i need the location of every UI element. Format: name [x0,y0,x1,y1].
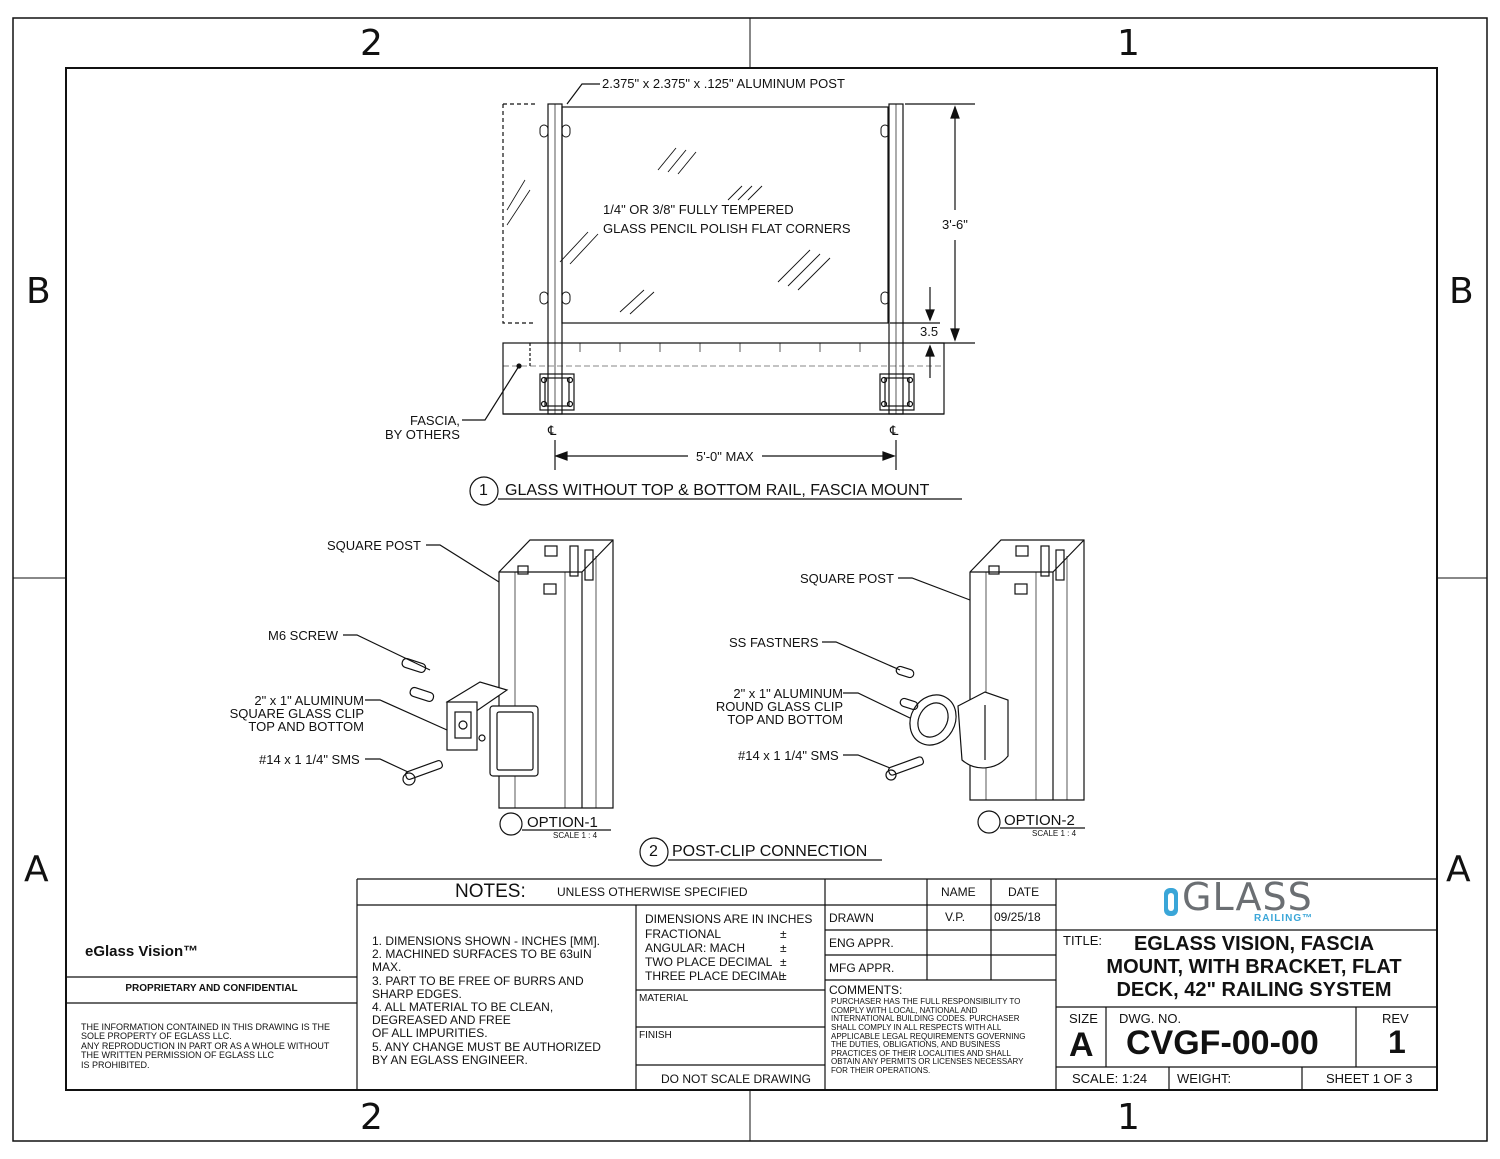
mfg-appr-label: MFG APPR. [829,961,895,975]
finish-label: FINISH [639,1030,672,1041]
zone-label-right-a: A [1446,849,1471,890]
eng-appr-label: ENG APPR. [829,936,894,950]
option2-screws [885,665,925,781]
opt1-screw-label: M6 SCREW [268,628,339,643]
left-bracket [539,373,575,411]
sheet-border [12,17,1488,1142]
zone-label-bottom-2: 2 [360,1097,383,1138]
weight-label: WEIGHT: [1177,1071,1232,1086]
tol-pm-2: ± [780,941,787,955]
zone-label-top-1: 1 [1117,23,1140,64]
rev-value: 1 [1388,1024,1406,1060]
disclaimer-text: THE INFORMATION CONTAINED IN THIS DRAWIN… [81,1022,331,1070]
do-not-scale-label: DO NOT SCALE DRAWING [661,1072,812,1086]
tolerance-heading: DIMENSIONS ARE IN INCHES [645,912,813,926]
drawing-title: EGLASS VISION, FASCIA MOUNT, WITH BRACKE… [1106,933,1402,1001]
option2-clip [909,691,1009,769]
post-label: 2.375" x 2.375" x .125" ALUMINUM POST [602,76,845,91]
opt1-clip-label: 2" x 1" ALUMINUM SQUARE GLASS CLIP TOP A… [229,693,364,734]
glass-label-line2: GLASS PENCIL POLISH FLAT CORNERS [603,221,851,236]
title-label: TITLE: [1063,933,1103,948]
view2-callout-number: 2 [649,843,658,860]
material-label: MATERIAL [639,993,689,1004]
option1-clip [445,681,539,777]
centerline-right: ℄ [890,423,899,438]
comments-label: COMMENTS: [829,983,903,997]
option1-title: OPTION-1 [527,814,598,831]
sheet-label: SHEET 1 OF 3 [1326,1071,1413,1086]
notes-subheading: UNLESS OTHERWISE SPECIFIED [557,885,748,899]
centerline-left: ℄ [548,423,557,438]
opt2-fasteners-label: SS FASTNERS [729,635,819,650]
comments-body: PURCHASER HAS THE FULL RESPONSIBILITY TO… [831,997,1026,1075]
dwg-no-label: DWG. NO. [1119,1011,1182,1026]
opt2-sms-label: #14 x 1 1/4" SMS [738,748,839,763]
fascia-label-line2: BY OTHERS [385,427,460,442]
option2-scale: SCALE 1 : 4 [1032,829,1077,838]
title-block-grid [66,878,1437,1090]
size-label: SIZE [1069,1011,1098,1026]
notes-heading: NOTES: [455,881,526,902]
size-value: A [1069,1026,1094,1064]
tol-pm-3: ± [780,955,787,969]
date-header: DATE [1008,885,1040,899]
zone-label-left-a: A [24,849,49,890]
opt2-clip-label: 2" x 1" ALUMINUM ROUND GLASS CLIP TOP AN… [715,686,843,727]
zone-label-top-2: 2 [360,23,383,64]
drawn-label: DRAWN [829,911,874,925]
tol-angular: ANGULAR: MACH [645,941,746,955]
zone-label-left-b: B [26,271,51,312]
logo-subtext: RAILING™ [1254,913,1314,924]
view1-title: GLASS WITHOUT TOP & BOTTOM RAIL, FASCIA … [505,482,930,499]
rev-label: REV [1382,1011,1409,1026]
post-clip-view [343,539,1085,867]
zone-label-right-b: B [1449,271,1474,312]
tol-fractional: FRACTIONAL [645,927,722,941]
fascia-label-line1: FASCIA, [410,413,460,428]
option2-title: OPTION-2 [1004,812,1075,829]
proprietary-label: PROPRIETARY AND CONFIDENTIAL [125,983,298,994]
opt1-square-post-label: SQUARE POST [327,538,421,553]
view2-title: POST-CLIP CONNECTION [672,843,868,860]
view1-callout-circle [469,476,499,506]
notes-body: 1. DIMENSIONS SHOWN - INCHES [MM]. 2. MA… [372,934,601,1067]
span-dimension: 5'-0" MAX [696,449,754,464]
name-header: NAME [941,885,976,899]
opt2-square-post-label: SQUARE POST [800,571,894,586]
view1-callout-number: 1 [479,482,488,499]
tol-pm-1: ± [780,927,787,941]
height-dimension: 3'-6" [942,217,968,232]
option1-screws [401,657,443,786]
scale-label: SCALE: 1:24 [1072,1071,1148,1086]
drawn-date: 09/25/18 [994,910,1041,924]
tol-three-place: THREE PLACE DECIMAL [645,969,786,983]
view2-callout-circle [639,837,669,867]
dwg-no-value: CVGF-00-00 [1126,1024,1319,1062]
eglass-logo-mark [1164,888,1178,916]
option1-scale: SCALE 1 : 4 [553,831,598,840]
glass-label-line1: 1/4" OR 3/8" FULLY TEMPERED [603,202,794,217]
zone-label-bottom-1: 1 [1117,1097,1140,1138]
opt1-sms-label: #14 x 1 1/4" SMS [259,752,360,767]
logo-text: GLASS [1182,875,1313,919]
drawn-name: V.P. [945,910,966,924]
company-name: eGlass Vision™ [85,943,199,960]
right-bracket [879,373,915,411]
gap-dimension: 3.5 [920,324,939,339]
tol-pm-4: ± [780,969,787,983]
tol-two-place: TWO PLACE DECIMAL [645,955,773,969]
railing-elevation-view [462,83,975,506]
